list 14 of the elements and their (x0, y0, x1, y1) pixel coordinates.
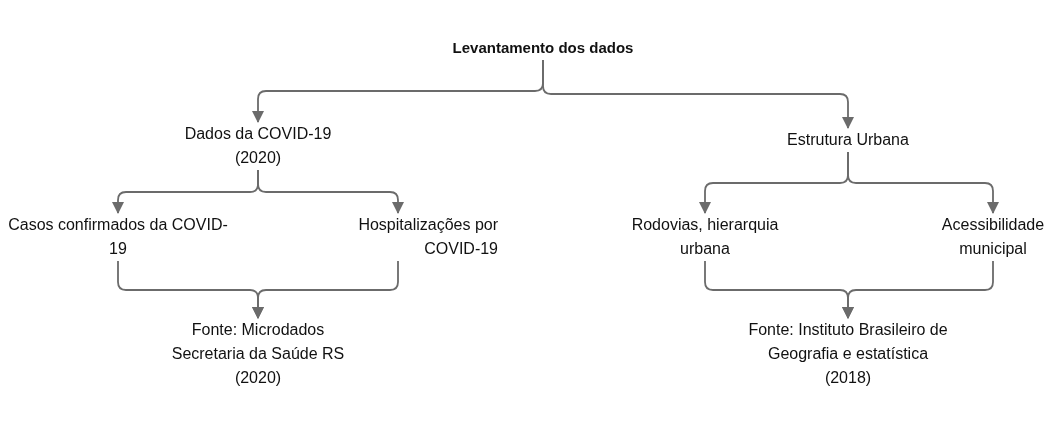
connector-arrow (542, 59, 854, 129)
node-label: Fonte: Microdados Secretaria da Saúde RS (2020) (170, 320, 346, 388)
node-label: Acessibilidade municipal (940, 215, 1046, 259)
node-label: Rodovias, hierarquia urbana (630, 215, 780, 259)
connector-arrow (842, 260, 994, 319)
connector-arrow (252, 260, 399, 319)
node-label: Casos confirmados da COVID-19 (7, 215, 229, 259)
connector-arrow (847, 151, 999, 214)
node-label: Fonte: Instituto Brasileiro de Geografia e estatística (2018) (747, 320, 949, 388)
node-label: Hospitalizações por COVID-19 (357, 215, 498, 259)
node-label: Estrutura Urbana (787, 130, 909, 150)
connector-arrow (257, 169, 404, 214)
title-text: Levantamento dos dados (452, 38, 634, 58)
node-label: Dados da COVID-19 (2020) (183, 124, 333, 168)
